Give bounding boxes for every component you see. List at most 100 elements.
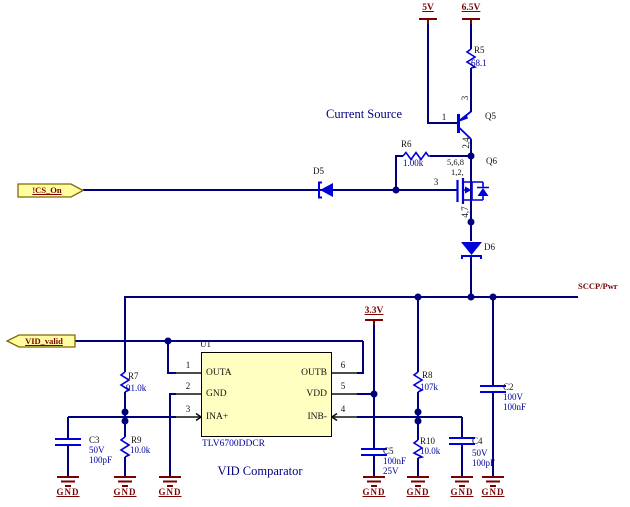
- wire-inb-c4[interactable]: [357, 416, 463, 477]
- c5-ref: C5: [383, 446, 394, 456]
- junction-dots: [121, 152, 497, 425]
- power-bar-5v[interactable]: [419, 18, 437, 24]
- vid-comparator-title: VID Comparator: [217, 464, 303, 478]
- q6-body-diode-triangle: [477, 188, 489, 196]
- r8-value: 107k: [420, 382, 438, 392]
- d6-symbol[interactable]: [461, 242, 482, 259]
- q5-pin-bottom: 2,4: [461, 137, 471, 149]
- gnd-symbol-r9[interactable]: [114, 476, 136, 487]
- u1-pin6-num: 6: [340, 360, 346, 370]
- c2-voltage: 100V: [503, 392, 523, 402]
- u1-comparator-body[interactable]: [201, 352, 332, 437]
- r8-ref: R8: [422, 370, 433, 380]
- q6-body-diode-lines: [477, 182, 489, 200]
- cs-on-flag[interactable]: [17, 183, 85, 198]
- d5-anode-triangle: [320, 183, 333, 197]
- c4-voltage: 50V: [472, 448, 488, 458]
- r7-value: 91.0k: [126, 383, 147, 393]
- gnd-label-c5: GND: [362, 487, 386, 497]
- net-label-sccp-pwr: SCCP/Pwr: [578, 281, 618, 291]
- r5-symbol[interactable]: [465, 48, 478, 69]
- c3-symbol[interactable]: [55, 438, 81, 446]
- gnd-label-c2: GND: [481, 487, 505, 497]
- cs-on-flag-label: !CS_On: [32, 185, 62, 195]
- r10-ref: R10: [420, 436, 436, 446]
- r9-ref: R9: [131, 435, 142, 445]
- power-label-6v5: 6.5V: [461, 3, 481, 13]
- q5-ref: Q5: [485, 111, 496, 121]
- wire-sccp-bus[interactable]: [124, 296, 578, 372]
- q5-emitter-arrow: [459, 114, 468, 122]
- q6-symbol[interactable]: [456, 178, 490, 204]
- r6-symbol[interactable]: [402, 151, 430, 161]
- current-source-title: Current Source: [325, 107, 403, 121]
- r6-ref: R6: [401, 139, 412, 149]
- r5-value: 68.1: [471, 58, 487, 68]
- power-bar-3v3[interactable]: [365, 319, 383, 325]
- r7-symbol[interactable]: [119, 371, 131, 393]
- u1-part-number: TLV6700DDCR: [202, 439, 265, 449]
- d5-cathode-bar: [318, 181, 322, 199]
- r10-symbol[interactable]: [412, 439, 425, 459]
- u1-pin5-num: 5: [340, 381, 346, 391]
- capacitor-symbols[interactable]: [55, 385, 506, 456]
- gnd-symbol-c2[interactable]: [482, 476, 504, 487]
- wire-r6[interactable]: [395, 155, 471, 190]
- r9-value: 10.0k: [130, 445, 151, 455]
- vid-valid-flag-label: VID_valid: [25, 336, 63, 346]
- c3-voltage: 50V: [89, 445, 105, 455]
- gnd-label-r10: GND: [406, 487, 430, 497]
- u1-pin2-num: 2: [185, 381, 191, 391]
- r8-symbol[interactable]: [412, 371, 424, 393]
- gnd-label-c4: GND: [450, 487, 474, 497]
- u1-pin3-num: 3: [185, 404, 191, 414]
- c2-symbol[interactable]: [480, 385, 506, 393]
- gnd-symbols[interactable]: [57, 476, 504, 487]
- d5-ref: D5: [313, 166, 324, 176]
- u1-ref: U1: [200, 339, 211, 349]
- u1-pin-gnd: GND: [206, 389, 227, 399]
- u1-pin-ina: INA+: [206, 412, 229, 422]
- r7-ref: R7: [128, 371, 139, 381]
- q6-pin-top-b: 1,2,: [451, 167, 464, 177]
- r6-value: 1.00k: [403, 158, 424, 168]
- net-wires[interactable]: [67, 20, 578, 477]
- d5-symbol[interactable]: [318, 181, 333, 199]
- c3-value: 100pF: [89, 455, 113, 465]
- power-symbols[interactable]: [365, 18, 480, 325]
- gnd-symbol-c4[interactable]: [451, 476, 473, 487]
- q5-pin-base: 1: [441, 112, 447, 122]
- c2-value: 100nF: [503, 402, 527, 412]
- c5-value: 100nF: [383, 456, 407, 466]
- u1-pin-inb: INB-: [307, 412, 327, 422]
- gnd-symbol-r10[interactable]: [407, 476, 429, 487]
- c5-symbol[interactable]: [361, 448, 387, 456]
- wire-gnd-pin2[interactable]: [169, 393, 176, 477]
- power-label-5v: 5V: [422, 3, 434, 13]
- q6-ref: Q6: [486, 156, 497, 166]
- q5-pin-top: 3: [460, 95, 470, 101]
- r10-value: 10.0k: [420, 446, 441, 456]
- gnd-symbol-c5[interactable]: [363, 476, 385, 487]
- d6-anode-triangle: [461, 242, 482, 255]
- q5-symbol[interactable]: [457, 110, 472, 140]
- vid-valid-flag[interactable]: [5, 334, 76, 348]
- resistor-symbols[interactable]: [119, 48, 478, 459]
- c4-ref: C4: [472, 436, 483, 446]
- q6-pin-gate: 3: [433, 177, 439, 187]
- c4-symbol[interactable]: [449, 437, 475, 445]
- power-bar-6v5[interactable]: [462, 18, 480, 24]
- r9-symbol[interactable]: [119, 436, 131, 458]
- u1-pin-outb: OUTB: [301, 368, 327, 378]
- wire-5v-to-q5-base[interactable]: [427, 20, 457, 124]
- gnd-label-pin2: GND: [158, 487, 182, 497]
- gnd-symbol-pin2[interactable]: [159, 476, 181, 487]
- c2-ref: C2: [503, 382, 514, 392]
- wire-vid-valid[interactable]: [75, 340, 364, 374]
- c3-ref: C3: [89, 435, 100, 445]
- d6-cathode-bar: [461, 255, 482, 259]
- u1-pin4-num: 4: [340, 404, 346, 414]
- gnd-symbol-c3[interactable]: [57, 476, 79, 487]
